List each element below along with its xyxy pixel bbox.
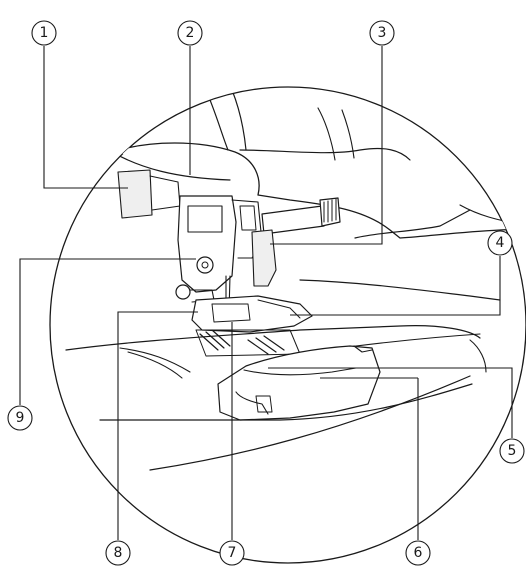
callout-2: 2: [177, 20, 203, 46]
callout-1: 1: [31, 20, 57, 46]
callout-5-label: 5: [508, 443, 517, 459]
leader-4: [290, 256, 501, 316]
callout-4-label: 4: [496, 235, 505, 251]
leader-6: [320, 377, 419, 540]
callout-3: 3: [369, 20, 395, 46]
callout-9-label: 9: [16, 410, 25, 426]
callout-6: 6: [405, 540, 431, 566]
leader-lines: [19, 46, 513, 540]
leader-3: [270, 46, 383, 245]
leader-9: [19, 258, 196, 405]
leader-8: [117, 311, 198, 540]
callout-8: 8: [105, 540, 131, 566]
callout-9: 9: [7, 405, 33, 431]
callout-7-label: 7: [228, 545, 237, 561]
callout-1-label: 1: [40, 25, 49, 41]
callout-7: 7: [219, 540, 245, 566]
leader-5: [268, 367, 513, 438]
callout-8-label: 8: [114, 545, 123, 561]
callout-6-label: 6: [414, 545, 423, 561]
callout-2-label: 2: [186, 25, 195, 41]
callout-4: 4: [487, 230, 513, 256]
callout-3-label: 3: [378, 25, 387, 41]
callout-5: 5: [499, 438, 525, 464]
leader-1: [43, 46, 128, 189]
